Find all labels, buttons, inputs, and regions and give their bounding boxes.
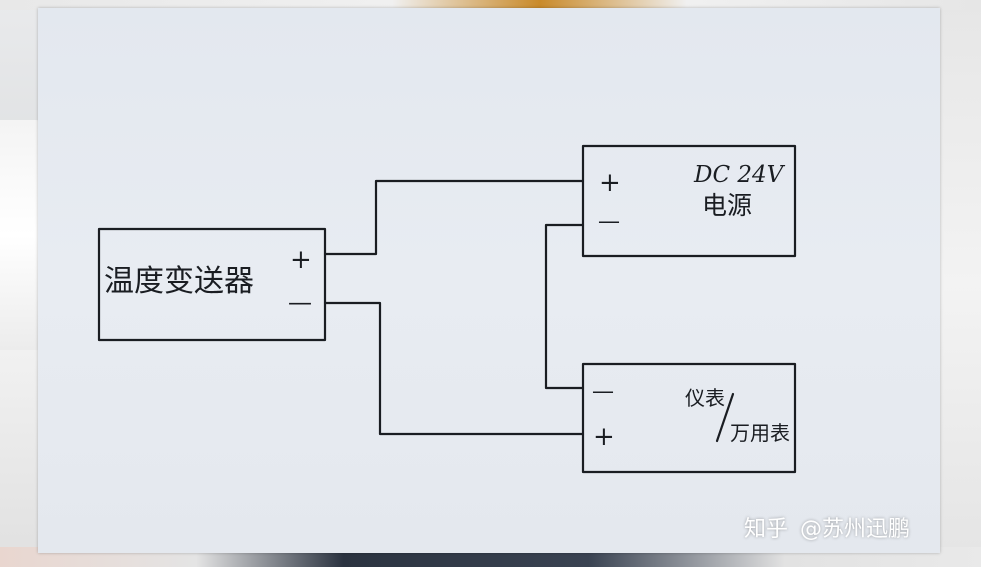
power-supply-voltage-label: DC 24V <box>693 162 786 188</box>
meter-label-slash-line <box>715 392 735 443</box>
meter-plus-terminal: + <box>593 422 615 452</box>
watermark-brand: 知乎 <box>744 517 789 542</box>
background-power-strip <box>0 120 42 350</box>
power-plus-terminal: + <box>599 168 621 198</box>
transmitter-box <box>97 227 327 342</box>
wire-power-minus-to-meter-minus <box>544 223 585 390</box>
meter-box <box>581 362 797 474</box>
watermark-author: @苏州迅鹏 <box>800 517 911 542</box>
power-supply-box <box>581 144 797 258</box>
meter-label-multimeter: 万用表 <box>730 421 790 445</box>
wire-transmitter-plus-to-power-plus <box>323 179 585 256</box>
transmitter-minus-terminal: — <box>288 288 312 316</box>
power-supply-name-label: 电源 <box>702 191 752 220</box>
transmitter-plus-terminal: + <box>290 245 312 275</box>
background-top <box>0 0 981 10</box>
transmitter-label: 温度变送器 <box>104 264 254 299</box>
watermark: 知乎 @苏州迅鹏 <box>744 510 910 544</box>
meter-label-instrument: 仪表 <box>685 386 725 410</box>
paper-sheet <box>38 8 940 553</box>
background-right <box>936 0 981 567</box>
meter-minus-terminal: — <box>592 379 614 404</box>
wire-transmitter-minus-to-meter-plus <box>323 301 585 436</box>
power-minus-terminal: — <box>598 209 620 234</box>
